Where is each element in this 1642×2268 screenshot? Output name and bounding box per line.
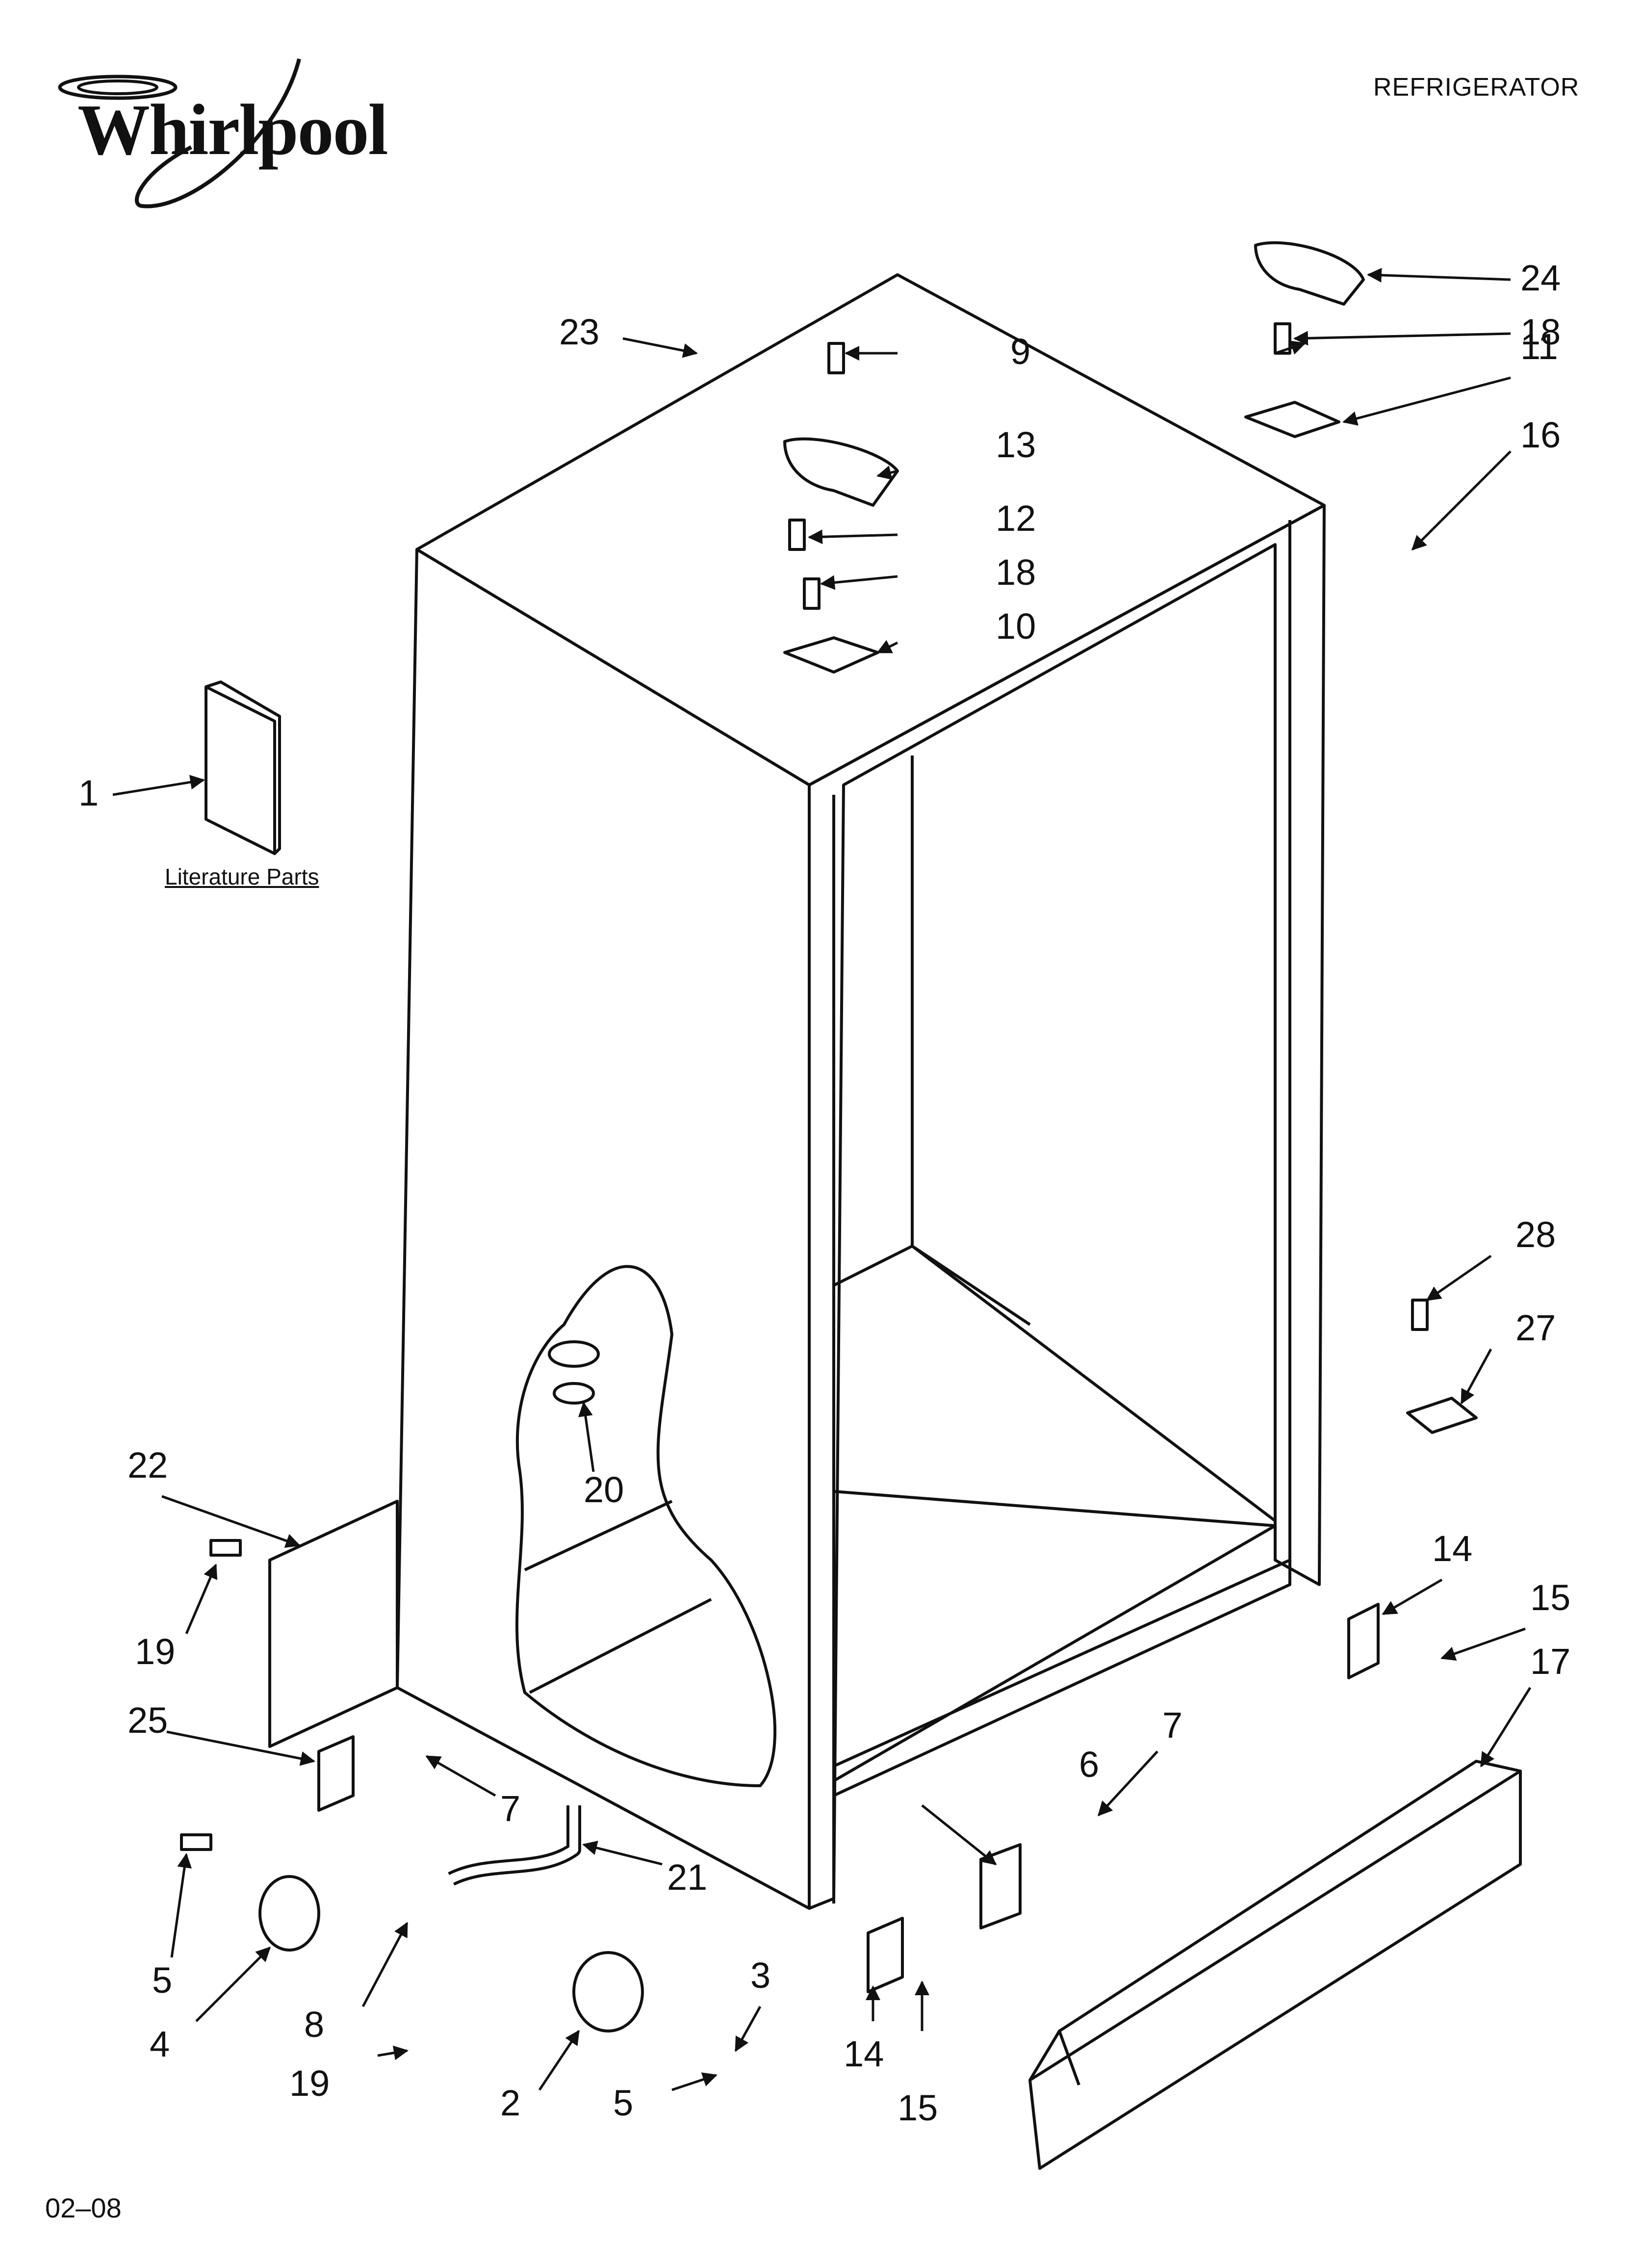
callout-18-top: 18	[1520, 312, 1561, 352]
callout-4: 4	[150, 2024, 170, 2064]
callout-19-bottom: 19	[289, 2063, 330, 2104]
callout-16: 16	[1520, 415, 1561, 455]
callout-8: 8	[304, 2004, 325, 2045]
callout-7-left: 7	[500, 1788, 521, 1829]
grille-part	[1028, 1760, 1522, 2170]
callout-19-left: 19	[135, 1631, 176, 1672]
callout-14-right: 14	[1432, 1528, 1473, 1569]
callout-11: 11	[1520, 326, 1558, 367]
callout-2: 2	[500, 2083, 521, 2123]
callout-6: 6	[1079, 1744, 1100, 1785]
literature-parts-caption: Literature Parts	[165, 864, 319, 889]
callout-28: 28	[1515, 1214, 1556, 1255]
callout-3: 3	[750, 1955, 771, 1996]
callout-12: 12	[996, 498, 1036, 539]
callout-25: 25	[128, 1700, 168, 1741]
callout-5-center: 5	[613, 2083, 634, 2123]
callout-21: 21	[667, 1857, 708, 1898]
callout-15-right: 15	[1530, 1577, 1571, 1618]
callout-22: 22	[128, 1445, 168, 1486]
callout-20: 20	[584, 1469, 624, 1510]
callout-7-right: 7	[1162, 1705, 1183, 1746]
leader-lines	[112, 267, 1532, 2091]
page-title: REFRIGERATOR	[1373, 73, 1580, 102]
brand-wordmark: Whirlpool	[77, 90, 388, 170]
footer-code: 02–08	[45, 2192, 122, 2223]
callout-9: 9	[1010, 331, 1031, 372]
callout-5-left: 5	[152, 1960, 173, 2001]
callout-10: 10	[996, 606, 1036, 647]
callout-1: 1	[78, 773, 99, 813]
callout-17: 17	[1530, 1641, 1571, 1682]
callout-24: 24	[1520, 258, 1561, 298]
callout-18-mid: 18	[996, 552, 1036, 593]
callout-14-bottom: 14	[844, 2033, 884, 2074]
callout-23: 23	[559, 312, 600, 352]
callout-15-bottom: 15	[898, 2087, 938, 2128]
literature-part-booklet	[205, 680, 281, 855]
logo-swirl-icon	[58, 58, 301, 209]
callout-13: 13	[996, 424, 1036, 465]
callout-27: 27	[1515, 1307, 1556, 1348]
